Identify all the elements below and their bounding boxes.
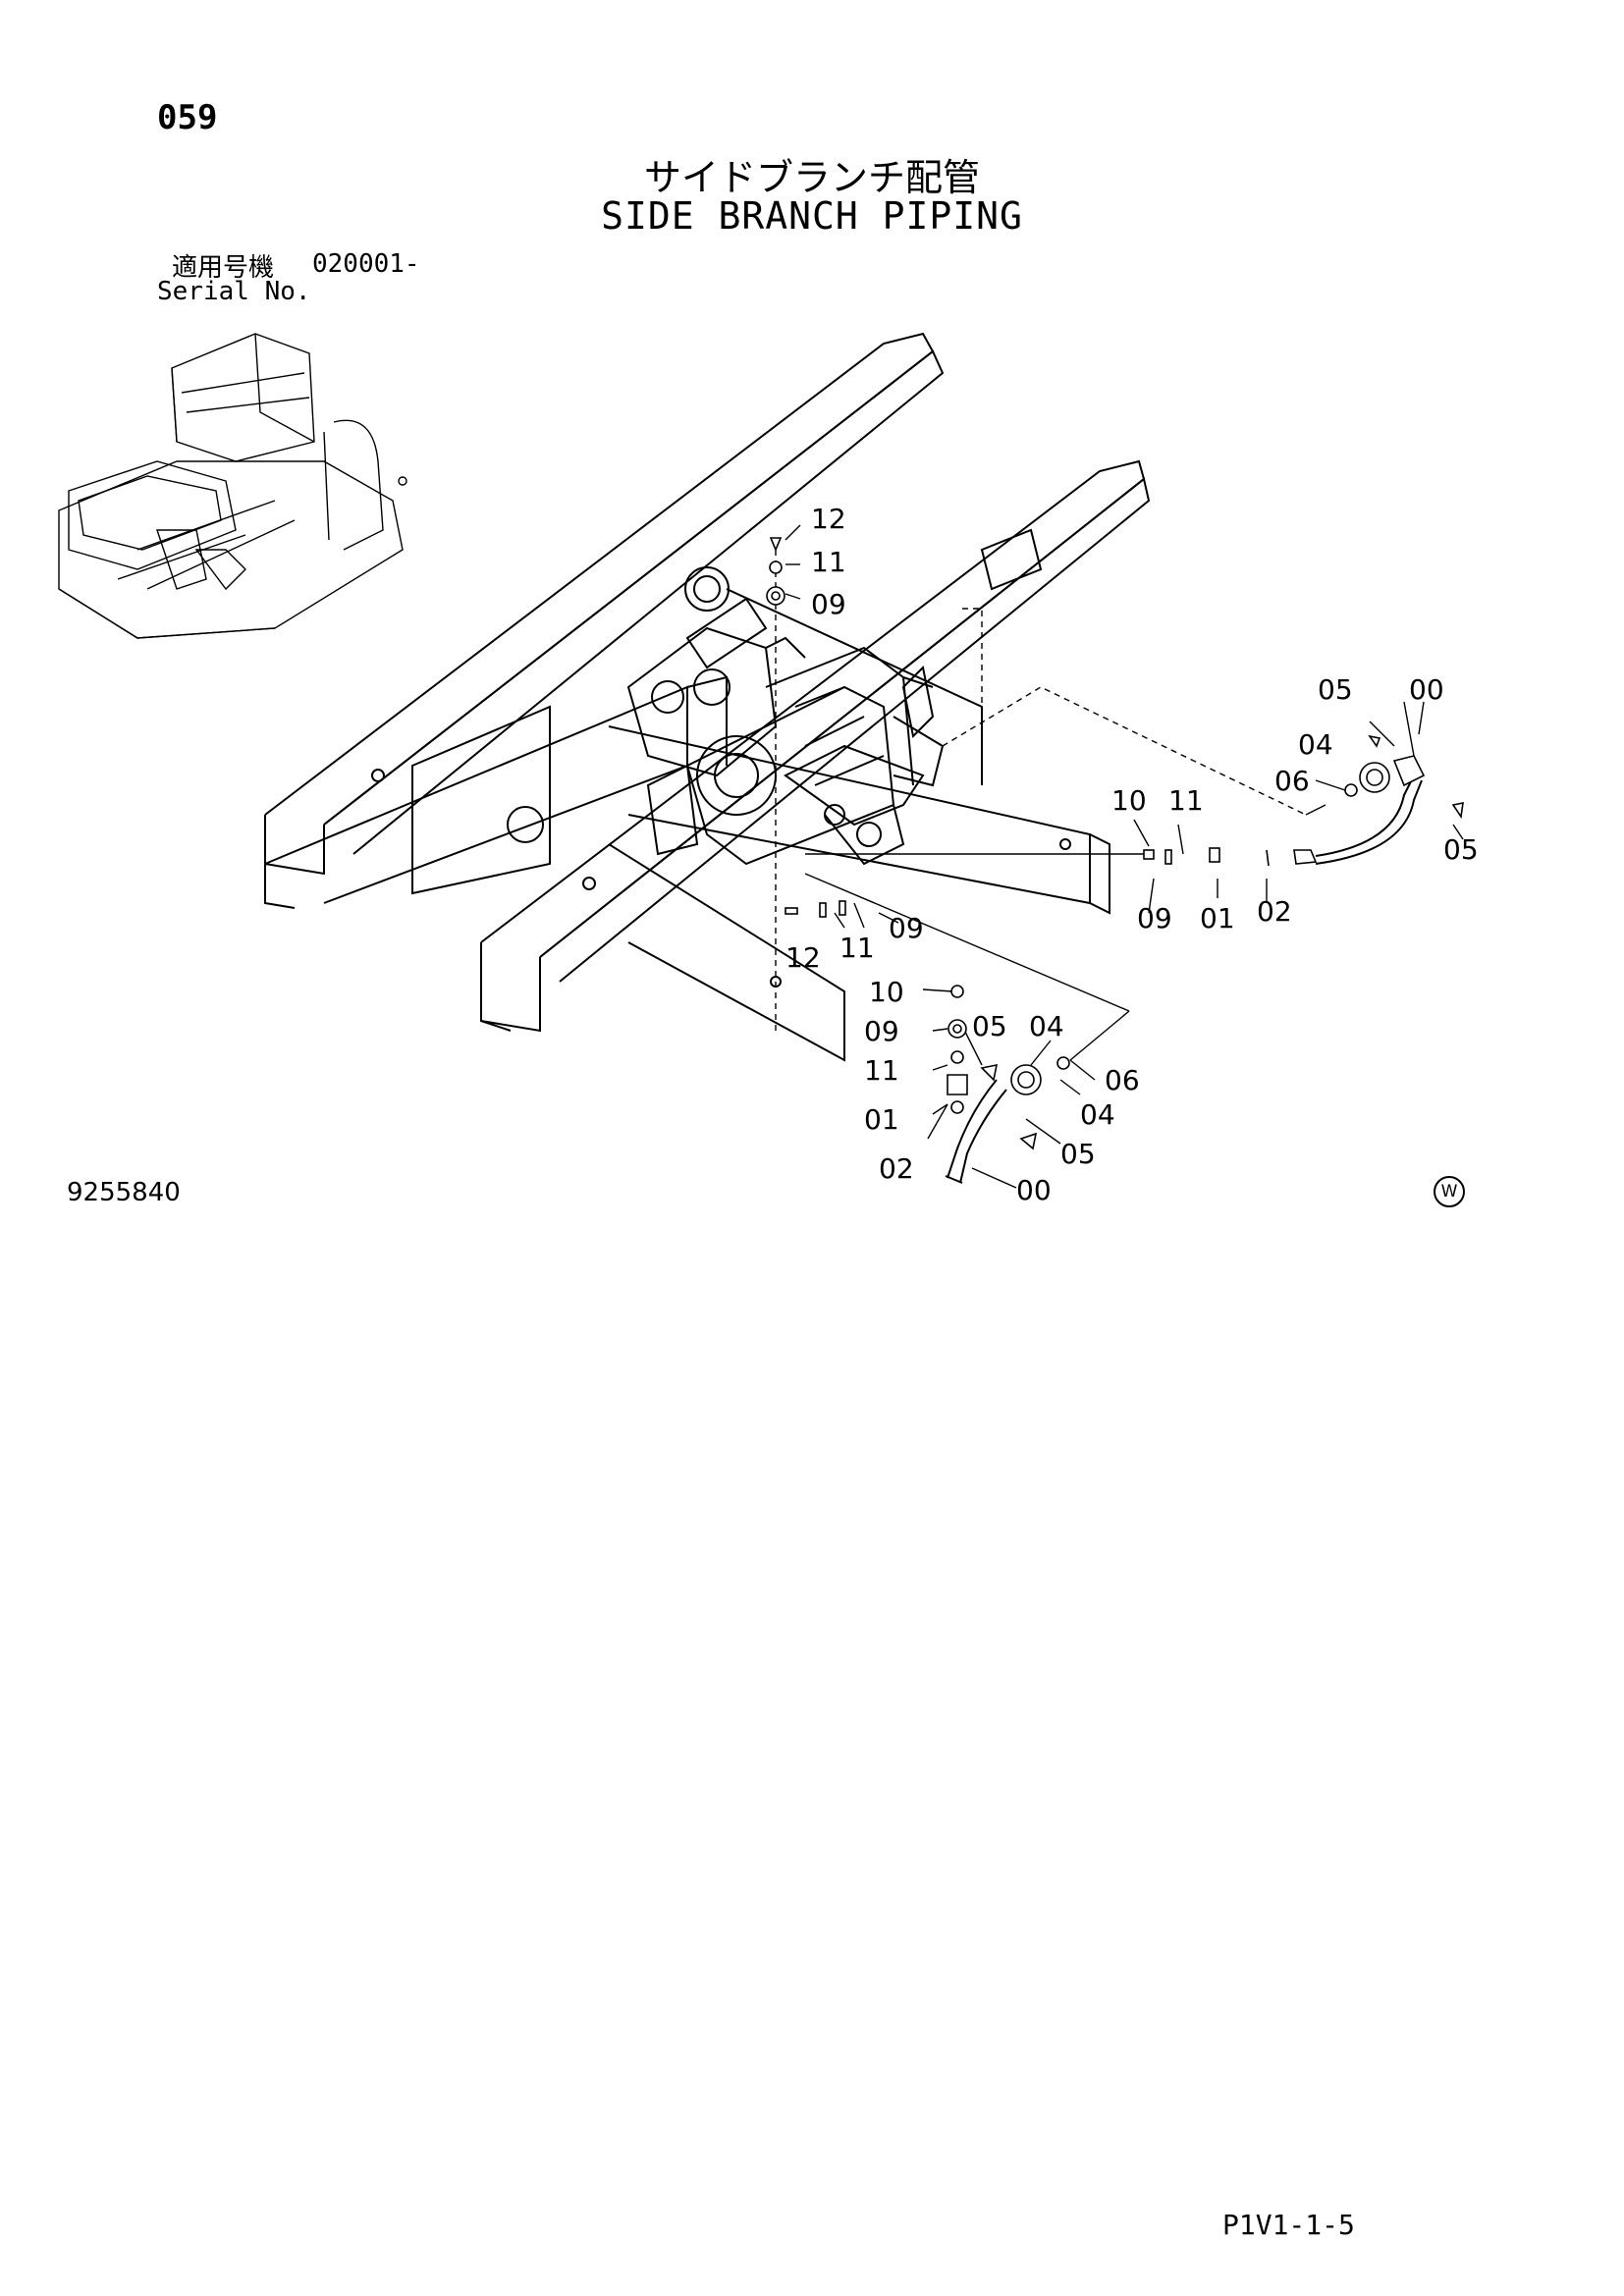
callout: 12 <box>785 941 821 974</box>
leader-lines <box>775 524 1464 1189</box>
main-frame <box>264 332 1151 1062</box>
callout: 04 <box>1029 1010 1064 1042</box>
page-reference: P1V1-1-5 <box>1222 2209 1355 2241</box>
callout: 05 <box>1318 673 1353 706</box>
callout: 11 <box>811 546 846 578</box>
serial-label-japanese: 適用号機 <box>172 253 275 283</box>
callout: 09 <box>889 912 924 944</box>
callout: 05 <box>972 1010 1007 1042</box>
callout: 06 <box>1274 765 1310 797</box>
callout: 09 <box>811 588 846 620</box>
callout: 10 <box>869 976 904 1008</box>
callout: 09 <box>1137 902 1172 934</box>
callout-labels: 12 11 09 05 00 04 06 05 10 11 09 01 02 1… <box>785 503 1479 1206</box>
callout: 01 <box>864 1103 899 1136</box>
parts-right-group <box>1143 734 1464 867</box>
callout: 09 <box>864 1015 899 1047</box>
parts-top-group <box>766 537 785 606</box>
callout: 10 <box>1111 784 1147 817</box>
callout: 05 <box>1443 833 1479 866</box>
callout: 01 <box>1200 902 1235 934</box>
callout: 11 <box>864 1054 899 1087</box>
callout: 12 <box>811 503 846 535</box>
callout: 00 <box>1016 1174 1052 1206</box>
callout: 02 <box>879 1152 914 1185</box>
callout: 11 <box>839 932 875 964</box>
pump-assembly <box>626 626 945 866</box>
title-english: SIDE BRANCH PIPING <box>601 194 1023 238</box>
callout: 11 <box>1168 784 1204 817</box>
drawing-number: 9255840 <box>67 1178 181 1207</box>
serial-range: 020001- <box>312 249 420 279</box>
page-number: 059 <box>157 98 218 137</box>
callout: 00 <box>1409 673 1444 706</box>
callout: 04 <box>1298 728 1333 761</box>
title-japanese: サイドブランチ配管 <box>643 156 980 199</box>
callout: 05 <box>1060 1138 1096 1170</box>
callout: 06 <box>1105 1064 1140 1096</box>
parts-lower-group <box>785 900 1070 1184</box>
code-mark: W <box>1434 1176 1465 1207</box>
serial-label-english: Serial No. <box>157 277 311 306</box>
machine-thumbnail <box>58 333 407 639</box>
callout: 04 <box>1080 1098 1115 1131</box>
callout: 02 <box>1257 895 1292 928</box>
